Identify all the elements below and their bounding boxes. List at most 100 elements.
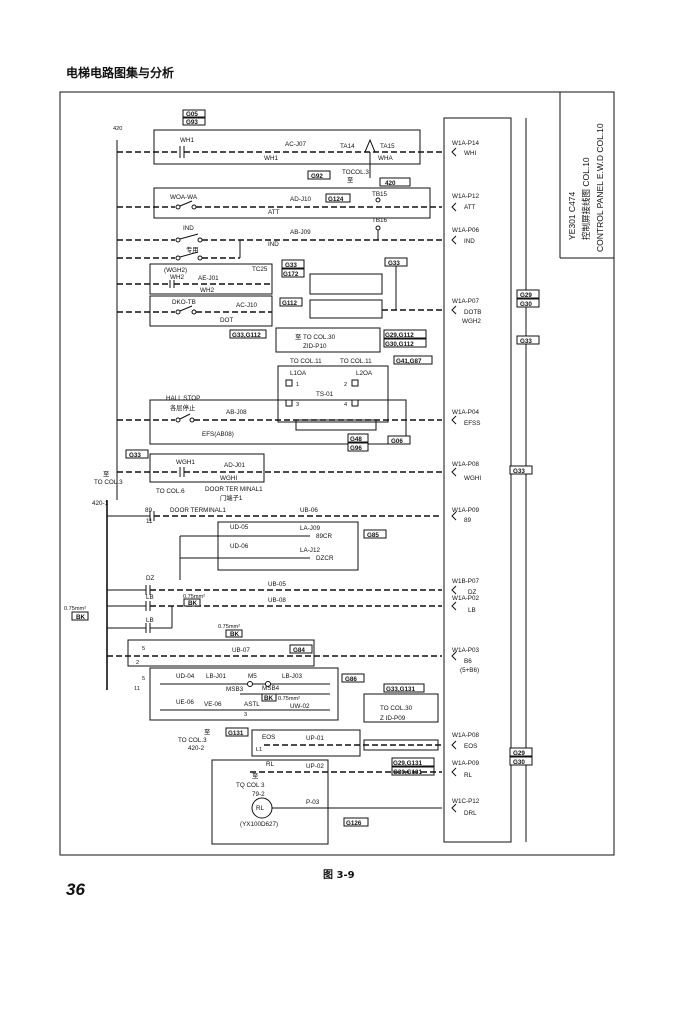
svg-text:LA-J12: LA-J12 xyxy=(300,547,320,554)
svg-text:L1: L1 xyxy=(256,747,262,753)
svg-text:420: 420 xyxy=(385,180,396,187)
block-ts01: TO COL.11 TO COL.11 G41,G87 L1OA L2OA 1 … xyxy=(277,355,433,423)
svg-text:W1A-P03: W1A-P03 xyxy=(452,647,479,654)
svg-text:LB-J03: LB-J03 xyxy=(282,673,302,680)
row-89: 89 11 DOOR TERMINAL1 UB-06 W1A-P09 89 UD… xyxy=(107,507,479,580)
svg-text:ZID-P10: ZID-P10 xyxy=(303,343,327,350)
svg-text:P-03: P-03 xyxy=(306,799,320,806)
svg-text:LB: LB xyxy=(146,594,154,601)
svg-text:AC-J10: AC-J10 xyxy=(236,302,257,309)
row-ind: IND AB-J09 IND TB16 W1A-P06 IND 专用 xyxy=(117,217,479,261)
svg-text:1: 1 xyxy=(296,382,299,388)
svg-text:G41,G87: G41,G87 xyxy=(396,358,422,365)
svg-text:5: 5 xyxy=(142,676,145,682)
svg-text:0.75mm²: 0.75mm² xyxy=(64,606,86,612)
svg-text:至: 至 xyxy=(252,772,258,780)
svg-text:G33: G33 xyxy=(513,468,525,475)
row-whi: G92 G05 G93 WH1 AC-J07 TA14 TA15 WH1 WHA… xyxy=(117,109,479,187)
svg-text:W1C-P12: W1C-P12 xyxy=(452,798,480,805)
svg-text:W1A-P14: W1A-P14 xyxy=(452,140,479,147)
svg-text:ATT: ATT xyxy=(268,209,280,216)
svg-text:G124: G124 xyxy=(328,196,344,203)
svg-text:MSB4: MSB4 xyxy=(262,685,280,692)
svg-text:11: 11 xyxy=(134,686,140,692)
svg-text:DOOR TERMINAL1: DOOR TERMINAL1 xyxy=(170,507,226,514)
svg-text:G05: G05 xyxy=(186,111,198,118)
svg-text:AC-J07: AC-J07 xyxy=(285,141,306,148)
svg-text:BK: BK xyxy=(264,695,274,702)
svg-text:(5+B6): (5+B6) xyxy=(460,667,479,674)
svg-text:WH1: WH1 xyxy=(264,155,278,162)
svg-text:W1A-P08: W1A-P08 xyxy=(452,732,479,739)
svg-text:MSB3: MSB3 xyxy=(226,686,244,693)
svg-text:BK: BK xyxy=(230,631,240,638)
svg-text:至 TO COL.30: 至 TO COL.30 xyxy=(295,333,336,341)
terminal-whi: WHI xyxy=(464,150,476,157)
title-line3: CONTROL PANEL E.W.D COL.10 xyxy=(595,123,605,252)
svg-text:0.75mm²: 0.75mm² xyxy=(218,624,240,630)
svg-text:WGH2: WGH2 xyxy=(462,318,481,325)
svg-text:W1A-P09: W1A-P09 xyxy=(452,760,479,767)
svg-text:至: 至 xyxy=(204,728,210,736)
svg-text:G48: G48 xyxy=(350,436,362,443)
svg-text:G86: G86 xyxy=(345,676,357,683)
svg-text:G30,G112: G30,G112 xyxy=(385,341,414,348)
terminal-att: ATT xyxy=(464,204,476,211)
svg-text:UP-02: UP-02 xyxy=(306,763,324,770)
svg-text:W1A-P09: W1A-P09 xyxy=(452,507,479,514)
svg-text:WOA-WA: WOA-WA xyxy=(170,194,198,201)
svg-text:TO COL.3: TO COL.3 xyxy=(94,479,123,486)
svg-text:G30: G30 xyxy=(520,301,532,308)
svg-text:G96: G96 xyxy=(350,445,362,452)
block-zid-p09: G33,G131 TO COL.30 Z ID-P09 xyxy=(363,683,439,723)
svg-text:各层停止: 各层停止 xyxy=(170,403,195,412)
svg-text:UD-04: UD-04 xyxy=(176,673,195,680)
svg-text:G85: G85 xyxy=(367,532,379,539)
svg-text:DKO-TB: DKO-TB xyxy=(172,299,196,306)
svg-text:M5: M5 xyxy=(248,673,257,680)
svg-text:WH2: WH2 xyxy=(200,287,214,294)
svg-text:G84: G84 xyxy=(293,647,305,654)
terminal-dotb: DOTB xyxy=(464,309,482,316)
svg-text:2: 2 xyxy=(136,660,139,666)
title-block: YE301 C474 控制屏接线图 COL.10 CONTROL PANEL E… xyxy=(559,92,614,259)
svg-text:VE-06: VE-06 xyxy=(204,701,222,708)
svg-text:W1A-P12: W1A-P12 xyxy=(452,193,479,200)
svg-text:TA15: TA15 xyxy=(380,143,395,150)
svg-text:WH2: WH2 xyxy=(170,274,184,281)
svg-text:420-2: 420-2 xyxy=(188,745,205,752)
svg-text:W1A-P06: W1A-P06 xyxy=(452,227,479,234)
svg-text:G131: G131 xyxy=(228,730,244,737)
svg-text:G29,G112: G29,G112 xyxy=(385,332,414,339)
svg-text:ASTL: ASTL xyxy=(244,701,260,708)
svg-text:TO COL.11: TO COL.11 xyxy=(340,358,372,365)
svg-text:TQ COL 3: TQ COL 3 xyxy=(236,782,265,789)
svg-text:UD-06: UD-06 xyxy=(230,543,249,550)
svg-text:G33: G33 xyxy=(388,260,400,267)
row-eos: G131 EOS L1 UP-01 W1A-P08 EOS G29 G30 至 … xyxy=(178,727,533,776)
svg-text:AD-J01: AD-J01 xyxy=(224,462,245,469)
svg-text:G33,G131: G33,G131 xyxy=(386,686,416,693)
row-wghi: G33 WGH1 AD-J01 WGHI W1A-P08 WGHI G33 至 … xyxy=(92,449,533,507)
terminal-dz: DZ xyxy=(468,589,477,596)
terminal-b6: B6 xyxy=(464,658,472,665)
svg-text:至: 至 xyxy=(103,470,109,478)
svg-text:WGHI: WGHI xyxy=(220,475,237,482)
row-att: WOA-WA AD-J10 ATT G124 TB15 W1A-P12 ATT xyxy=(117,187,479,219)
svg-text:G33,G112: G33,G112 xyxy=(232,332,261,339)
svg-text:UD-05: UD-05 xyxy=(230,524,249,531)
label-420: 420 xyxy=(113,126,122,132)
svg-text:LB-J01: LB-J01 xyxy=(206,673,226,680)
svg-text:W1A-P08: W1A-P08 xyxy=(452,461,479,468)
svg-text:G172: G172 xyxy=(283,271,299,278)
svg-text:BK: BK xyxy=(188,600,198,607)
svg-text:89: 89 xyxy=(145,507,153,514)
row-efss: HALL STOP 各层停止 AB-J08 EFS(AB08) W1A-P04 … xyxy=(117,395,480,452)
svg-text:AB-J09: AB-J09 xyxy=(290,229,311,236)
svg-text:L2OA: L2OA xyxy=(356,370,373,377)
svg-text:2: 2 xyxy=(344,382,347,388)
svg-text:WHA: WHA xyxy=(378,155,393,162)
svg-text:G29,G131: G29,G131 xyxy=(393,760,423,767)
block-zid-p10: G33,G112 至 TO COL.30 ZID-P10 G29,G112 G3… xyxy=(229,327,427,353)
svg-text:G29: G29 xyxy=(513,750,525,757)
